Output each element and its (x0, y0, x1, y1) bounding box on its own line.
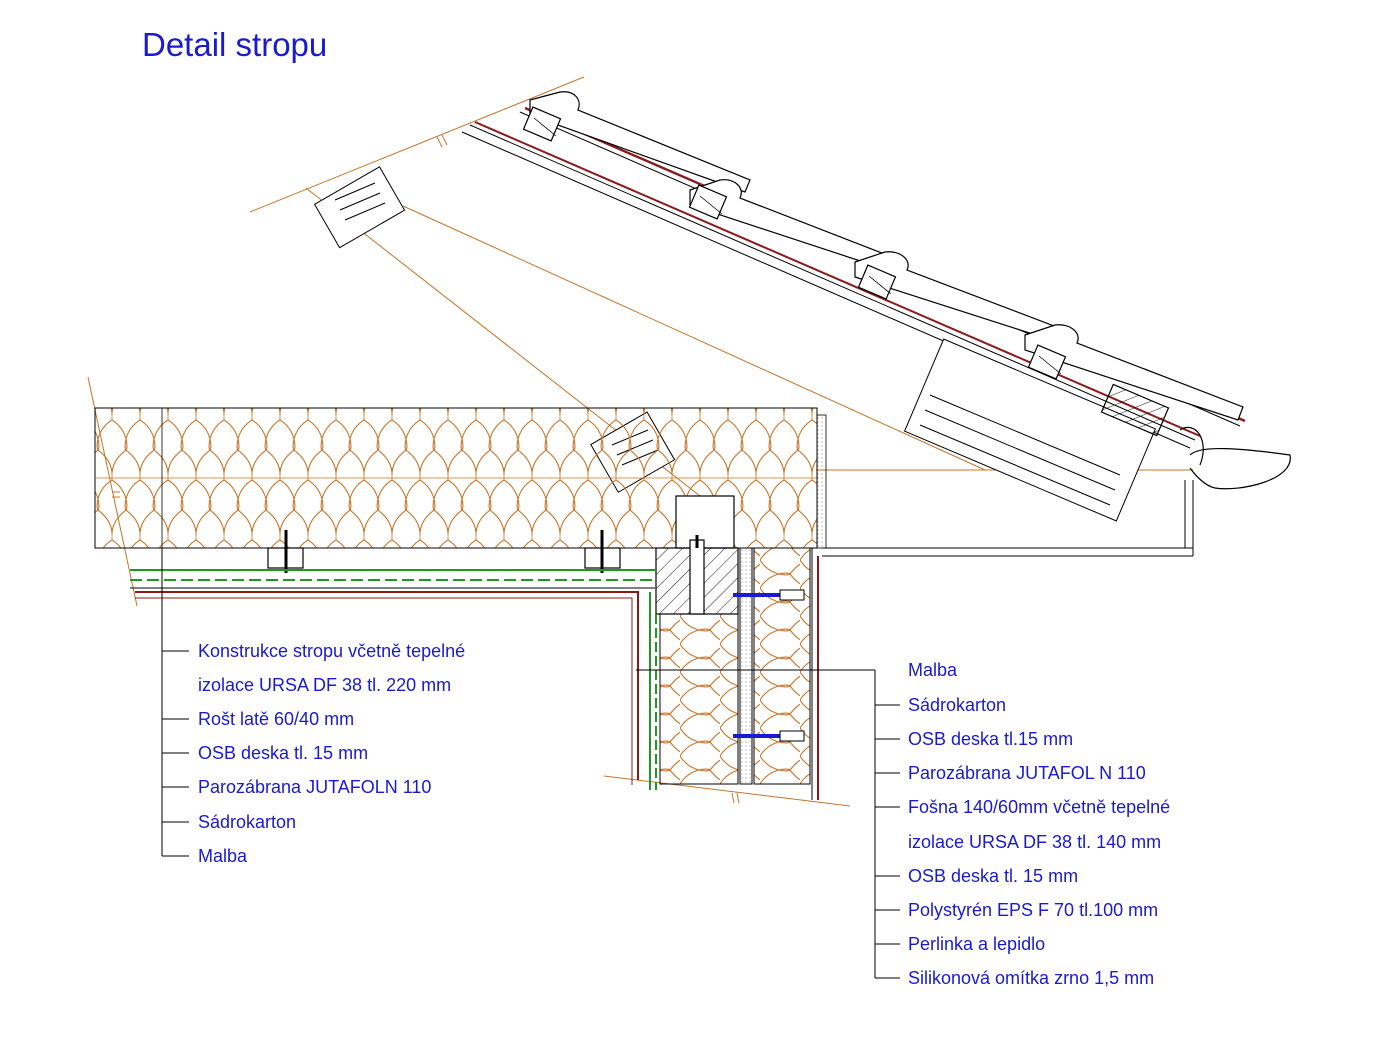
page-title: Detail stropu (142, 26, 328, 63)
label-osb-wall-inner: OSB deska tl.15 mm (908, 729, 1074, 749)
right-leaders (636, 669, 900, 979)
label-osb-ceiling: OSB deska tl. 15 mm (198, 743, 369, 763)
label-batten-grid: Rošt latě 60/40 mm (198, 709, 355, 729)
label-ceiling-structure-2: izolace URSA DF 38 tl. 220 mm (198, 675, 452, 695)
wall-layers (649, 547, 819, 800)
soffit (822, 480, 1194, 557)
label-stud-insulation-1: Fošna 140/60mm včetně tepelné (908, 797, 1171, 817)
gutter (1100, 383, 1291, 490)
roof-tiles (529, 91, 1244, 421)
label-stud-insulation-2: izolace URSA DF 38 tl. 140 mm (908, 832, 1162, 852)
ceiling-layers (130, 569, 655, 785)
tile-battens (522, 106, 1067, 380)
ceiling-battens (267, 547, 621, 569)
label-eps: Polystyrén EPS F 70 tl.100 mm (908, 900, 1159, 920)
insulation-anchors (733, 593, 780, 738)
label-mesh-adhesive: Perlinka a lepidlo (908, 934, 1046, 954)
label-silicone-render: Silikonová omítka zrno 1,5 mm (908, 968, 1155, 988)
anchor-heads (779, 589, 805, 742)
label-paint-ceiling: Malba (198, 846, 248, 866)
label-ceiling-structure-1: Konstrukce stropu včetně tepelné (198, 641, 466, 661)
label-vapor-barrier-ceiling: Parozábrana JUTAFOLN 110 (198, 777, 432, 797)
label-osb-wall-outer: OSB deska tl. 15 mm (908, 866, 1079, 886)
left-leaders (161, 548, 189, 857)
label-drywall-wall: Sádrokarton (908, 695, 1007, 715)
batten-screws (284, 530, 604, 573)
label-vapor-barrier-wall: Parozábrana JUTAFOL N 110 (908, 763, 1146, 783)
wall-plate (655, 495, 739, 615)
label-paint-wall: Malba (908, 660, 958, 680)
label-drywall-ceiling: Sádrokarton (198, 812, 297, 832)
